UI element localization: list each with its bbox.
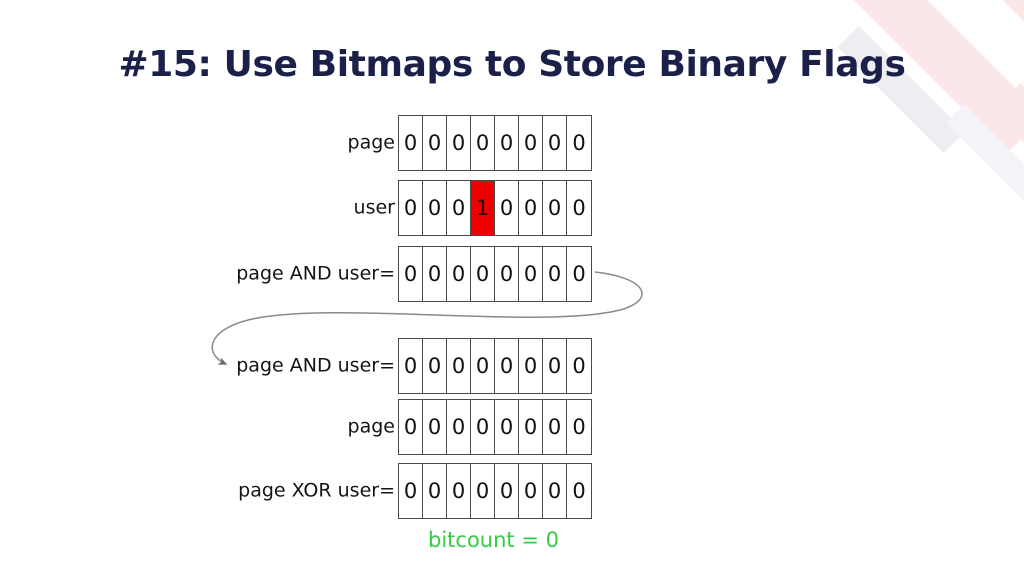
bit-cell: 0 bbox=[495, 247, 519, 301]
bit-cell: 0 bbox=[399, 247, 423, 301]
row-label: page bbox=[347, 131, 395, 154]
bit-cell: 0 bbox=[447, 247, 471, 301]
bit-cell: 0 bbox=[423, 339, 447, 393]
bit-cell: 0 bbox=[567, 247, 591, 301]
bit-cell: 0 bbox=[495, 181, 519, 235]
bit-cell: 0 bbox=[567, 339, 591, 393]
bit-cell: 0 bbox=[495, 339, 519, 393]
page-title: #15: Use Bitmaps to Store Binary Flags bbox=[118, 44, 906, 85]
bit-cell: 0 bbox=[423, 181, 447, 235]
bit-cell: 0 bbox=[423, 247, 447, 301]
bit-cell: 0 bbox=[471, 464, 495, 518]
bit-cell: 0 bbox=[567, 181, 591, 235]
bit-cell: 0 bbox=[399, 400, 423, 454]
bit-cell: 0 bbox=[543, 116, 567, 170]
bit-cell: 0 bbox=[447, 116, 471, 170]
bit-cell: 0 bbox=[567, 116, 591, 170]
bit-cell: 0 bbox=[399, 339, 423, 393]
row-label: page bbox=[347, 415, 395, 438]
bit-cell: 0 bbox=[471, 400, 495, 454]
bit-cell: 0 bbox=[471, 116, 495, 170]
bit-cell: 0 bbox=[447, 400, 471, 454]
bit-cell: 0 bbox=[519, 464, 543, 518]
bit-cell: 0 bbox=[495, 464, 519, 518]
bitcount-label: bitcount = 0 bbox=[428, 528, 559, 552]
bit-cell: 0 bbox=[471, 339, 495, 393]
bit-cell: 0 bbox=[567, 464, 591, 518]
bit-cell: 0 bbox=[519, 116, 543, 170]
bit-cell: 0 bbox=[399, 181, 423, 235]
row-label: user bbox=[353, 196, 395, 219]
bit-cell: 0 bbox=[471, 247, 495, 301]
bit-cell: 0 bbox=[447, 339, 471, 393]
bit-cell: 0 bbox=[399, 464, 423, 518]
bit-cell: 0 bbox=[423, 464, 447, 518]
bit-cell-set: 1 bbox=[471, 181, 495, 235]
bit-cell: 0 bbox=[519, 339, 543, 393]
bit-cell: 0 bbox=[399, 116, 423, 170]
row-label: page AND user= bbox=[236, 262, 395, 285]
bit-cell: 0 bbox=[423, 400, 447, 454]
bit-cell: 0 bbox=[495, 400, 519, 454]
bit-cell: 0 bbox=[543, 464, 567, 518]
row-label: page AND user= bbox=[236, 354, 395, 377]
bit-cell: 0 bbox=[519, 400, 543, 454]
bit-cell: 0 bbox=[495, 116, 519, 170]
bit-cell: 0 bbox=[543, 181, 567, 235]
bit-cell: 0 bbox=[567, 400, 591, 454]
bit-cell: 0 bbox=[519, 247, 543, 301]
bit-cell: 0 bbox=[543, 400, 567, 454]
bit-cell: 0 bbox=[543, 339, 567, 393]
bit-cell: 0 bbox=[519, 181, 543, 235]
bit-cell: 0 bbox=[423, 116, 447, 170]
row-label: page XOR user= bbox=[238, 479, 395, 502]
bit-cell: 0 bbox=[447, 464, 471, 518]
bit-cell: 0 bbox=[447, 181, 471, 235]
bit-cell: 0 bbox=[543, 247, 567, 301]
